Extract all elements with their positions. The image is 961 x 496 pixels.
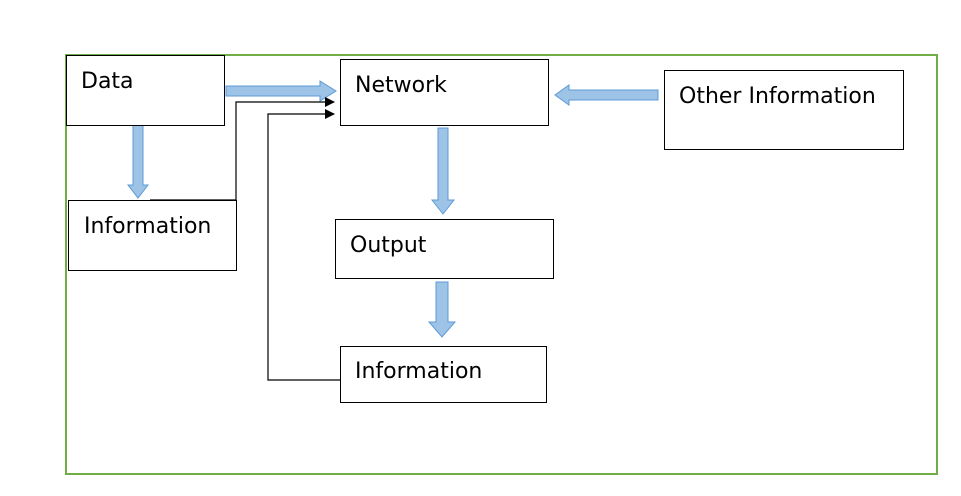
node-other-information-label: Other Information bbox=[679, 84, 876, 109]
diagram-frame bbox=[65, 54, 938, 475]
arrow-other-to-network bbox=[554, 84, 659, 106]
node-information-bottom-label: Information bbox=[355, 359, 483, 384]
node-data: Data bbox=[66, 55, 225, 126]
node-output-label: Output bbox=[350, 233, 427, 258]
arrow-network-to-output bbox=[430, 127, 456, 215]
node-output: Output bbox=[335, 219, 554, 279]
node-information-left: Information bbox=[68, 200, 237, 271]
node-information-left-label: Information bbox=[84, 214, 212, 239]
line-bottom-information-to-network bbox=[267, 109, 340, 381]
node-network: Network bbox=[340, 59, 549, 126]
node-data-label: Data bbox=[81, 69, 134, 94]
arrow-output-to-information bbox=[427, 281, 457, 338]
node-other-information: Other Information bbox=[664, 70, 904, 150]
arrow-data-to-network bbox=[225, 80, 337, 102]
node-network-label: Network bbox=[355, 73, 447, 98]
arrow-data-to-information bbox=[126, 124, 150, 199]
node-information-bottom: Information bbox=[340, 346, 547, 403]
